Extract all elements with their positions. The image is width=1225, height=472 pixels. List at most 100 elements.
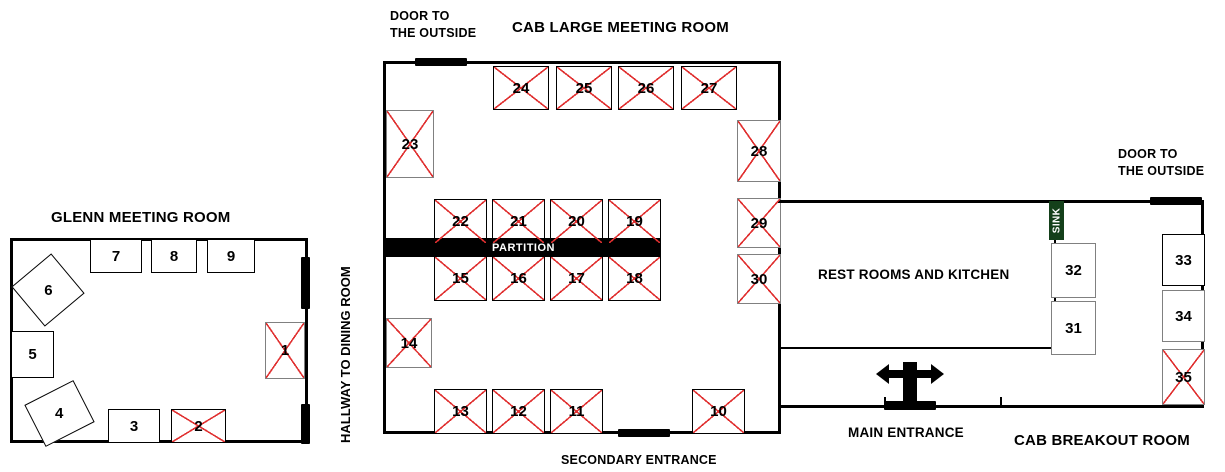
table-4-number: 4	[55, 405, 64, 422]
table-17-number: 17	[568, 270, 585, 287]
table-27[interactable]: 27	[681, 66, 737, 110]
main-entrance-label: MAIN ENTRANCE	[848, 425, 964, 440]
secondary-entrance-door[interactable]	[618, 429, 670, 437]
table-30[interactable]: 30	[737, 254, 781, 304]
table-31-number: 31	[1065, 319, 1082, 337]
table-21-number: 21	[510, 213, 527, 230]
table-29[interactable]: 29	[737, 198, 781, 248]
hallway-to-dining-room-label: HALLWAY TO DINING ROOM	[338, 266, 353, 443]
table-34-number: 34	[1175, 307, 1192, 325]
table-5-number: 5	[28, 346, 37, 363]
breakout-divider-mid	[1000, 397, 1002, 408]
table-1-number: 1	[280, 342, 290, 359]
door-to-outside-top-line1: DOOR TO	[390, 9, 450, 23]
kitchen-wall-top	[778, 200, 1054, 203]
table-18[interactable]: 18	[608, 256, 661, 301]
table-13[interactable]: 13	[434, 389, 487, 434]
table-18-number: 18	[626, 270, 643, 287]
table-34[interactable]: 34	[1162, 290, 1205, 342]
table-9[interactable]: 9	[207, 239, 255, 273]
table-25[interactable]: 25	[556, 66, 612, 110]
door-to-outside-top[interactable]	[415, 58, 467, 66]
table-23-number: 23	[401, 135, 419, 153]
table-16-number: 16	[510, 270, 527, 287]
table-33[interactable]: 33	[1162, 234, 1205, 286]
door-to-outside-top-label: DOOR TO THE OUTSIDE	[390, 8, 476, 42]
table-19[interactable]: 19	[608, 199, 661, 244]
door-to-outside-right-line1: DOOR TO	[1118, 147, 1178, 161]
table-1[interactable]: 1	[265, 322, 305, 379]
table-7-number: 7	[111, 247, 121, 265]
kitchen-wall-bottom	[778, 347, 1054, 349]
table-7[interactable]: 7	[90, 239, 142, 273]
table-11-number: 11	[568, 403, 585, 420]
table-22-number: 22	[452, 213, 469, 230]
table-12-number: 12	[510, 403, 527, 420]
table-19-number: 19	[626, 213, 643, 230]
breakout-wall-top	[1054, 200, 1204, 203]
table-31[interactable]: 31	[1051, 301, 1096, 355]
table-27-number: 27	[700, 79, 718, 97]
table-10-number: 10	[710, 403, 727, 420]
table-15-number: 15	[452, 270, 469, 287]
glenn-door-lower[interactable]	[301, 404, 310, 444]
table-29-number: 29	[750, 214, 768, 232]
door-to-outside-right-label: DOOR TO THE OUTSIDE	[1118, 146, 1204, 180]
table-20-number: 20	[568, 213, 585, 230]
table-8[interactable]: 8	[151, 239, 197, 273]
table-10[interactable]: 10	[692, 389, 745, 434]
table-5[interactable]: 5	[11, 331, 54, 378]
door-to-outside-right-line2: THE OUTSIDE	[1118, 164, 1205, 178]
sink-fixture: SINK	[1049, 201, 1064, 240]
glenn-door-upper[interactable]	[301, 257, 310, 309]
glenn-wall-right	[305, 238, 308, 443]
table-17[interactable]: 17	[550, 256, 603, 301]
table-2-number: 2	[194, 417, 203, 435]
table-11[interactable]: 11	[550, 389, 603, 434]
table-23[interactable]: 23	[386, 110, 434, 178]
cab-large-wall-top	[383, 61, 781, 64]
cab-large-meeting-room-title: CAB LARGE MEETING ROOM	[512, 19, 729, 36]
table-30-number: 30	[750, 270, 768, 288]
glenn-meeting-room-title: GLENN MEETING ROOM	[51, 209, 231, 226]
table-14[interactable]: 14	[386, 318, 432, 368]
cab-breakout-room-title: CAB BREAKOUT ROOM	[1014, 432, 1190, 449]
main-entrance-door[interactable]	[884, 401, 936, 410]
table-15[interactable]: 15	[434, 256, 487, 301]
table-3[interactable]: 3	[108, 409, 160, 443]
table-26-number: 26	[637, 79, 655, 97]
door-to-outside-right[interactable]	[1150, 197, 1202, 205]
breakout-wall-bottom	[778, 405, 1204, 408]
table-2[interactable]: 2	[171, 409, 226, 443]
table-28-number: 28	[750, 142, 768, 160]
table-9-number: 9	[226, 247, 236, 265]
table-4[interactable]: 4	[24, 380, 95, 447]
table-25-number: 25	[575, 79, 593, 97]
door-to-outside-top-line2: THE OUTSIDE	[390, 26, 477, 40]
table-8-number: 8	[169, 247, 179, 265]
table-32[interactable]: 32	[1051, 243, 1096, 298]
table-20[interactable]: 20	[550, 199, 603, 244]
table-28[interactable]: 28	[737, 120, 781, 182]
table-24-number: 24	[512, 79, 530, 97]
table-3-number: 3	[129, 417, 139, 435]
table-21[interactable]: 21	[492, 199, 545, 244]
table-35[interactable]: 35	[1162, 349, 1205, 405]
secondary-entrance-label: SECONDARY ENTRANCE	[561, 453, 717, 467]
table-14-number: 14	[400, 334, 418, 352]
table-32-number: 32	[1065, 262, 1082, 279]
cab-large-wall-left	[383, 61, 386, 434]
table-6[interactable]: 6	[11, 253, 85, 327]
table-22[interactable]: 22	[434, 199, 487, 244]
table-24[interactable]: 24	[493, 66, 549, 110]
table-16[interactable]: 16	[492, 256, 545, 301]
table-6-number: 6	[43, 281, 53, 299]
rest-rooms-and-kitchen-label: REST ROOMS AND KITCHEN	[818, 267, 1010, 282]
table-13-number: 13	[452, 403, 469, 420]
table-26[interactable]: 26	[618, 66, 674, 110]
main-entrance-arrow-icon	[876, 362, 944, 402]
table-12[interactable]: 12	[492, 389, 545, 434]
table-35-number: 35	[1175, 368, 1192, 386]
partition-label: PARTITION	[492, 241, 555, 254]
